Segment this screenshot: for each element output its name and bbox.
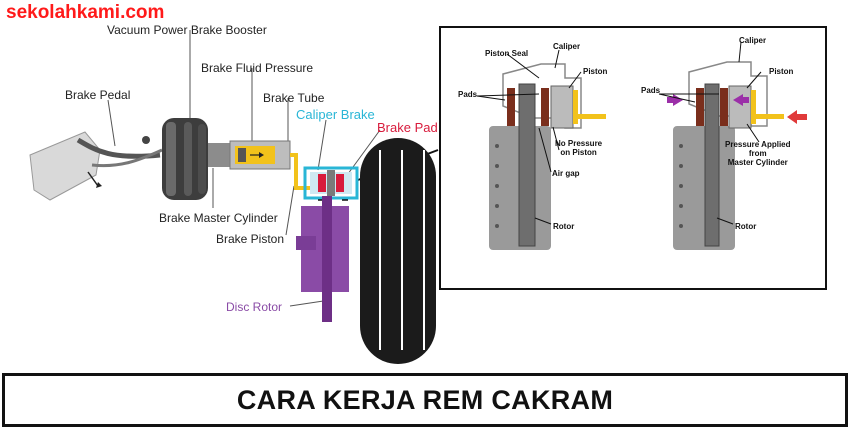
inset-label-no-pressure-line1: No Pressure [555,139,603,148]
watermark: sekolahkami.com [6,2,165,23]
tire [360,138,436,364]
disc-rotor [296,196,349,322]
purple-arrow-left [673,94,683,106]
inset-label-piston-seal: Piston Seal [485,49,529,58]
label-master-cylinder: Brake Master Cylinder [159,211,278,225]
inset-label-caliper-right: Caliper [739,36,767,45]
label-brake-tube: Brake Tube [263,91,325,105]
inset-label-caliper-left: Caliper [553,42,581,51]
inset-label-pressure-line1: Pressure Applied [725,140,791,149]
caliper-no-pressure [476,49,606,250]
inset-label-pads-right: Pads [641,86,661,95]
inset-label-no-pressure-line2: on Piston [560,148,597,157]
caliper-pressure-applied [658,41,807,250]
inset-label-rotor-left: Rotor [553,222,575,231]
label-caliper-brake: Caliper Brake [296,107,375,122]
label-vacuum-booster: Vacuum Power Brake Booster [107,23,267,37]
inset-label-pressure-applied: Pressure Applied from Master Cylinder [725,140,791,167]
label-brake-piston: Brake Piston [216,232,285,246]
inset-label-pressure-line3: Master Cylinder [727,158,788,167]
footer-title: CARA KERJA REM CAKRAM [236,384,614,415]
master-cylinder [208,140,291,170]
caliper-brake [303,166,359,201]
label-brake-pad: Brake Pad [377,120,438,135]
vacuum-brake-booster [162,118,208,200]
inset-label-pads-left: Pads [458,90,478,99]
caliper-detail-inset: Piston Seal Caliper Piston Pads No Press… [439,26,827,290]
inset-label-pressure-line2: from [748,149,767,158]
purple-arrow-right [733,94,743,106]
label-disc-rotor: Disc Rotor [226,300,283,314]
footer-title-box: CARA KERJA REM CAKRAM [2,373,848,427]
inset-label-piston-right: Piston [769,67,794,76]
inset-label-air-gap: Air gap [552,169,580,178]
brake-pedal [29,131,163,201]
red-arrow [787,110,797,124]
inset-label-rotor-right: Rotor [735,222,757,231]
inset-label-no-pressure: No Pressure on Piston [555,139,602,157]
label-brake-pedal: Brake Pedal [65,88,131,102]
label-fluid-pressure: Brake Fluid Pressure [201,61,314,75]
inset-label-piston-left: Piston [583,67,608,76]
